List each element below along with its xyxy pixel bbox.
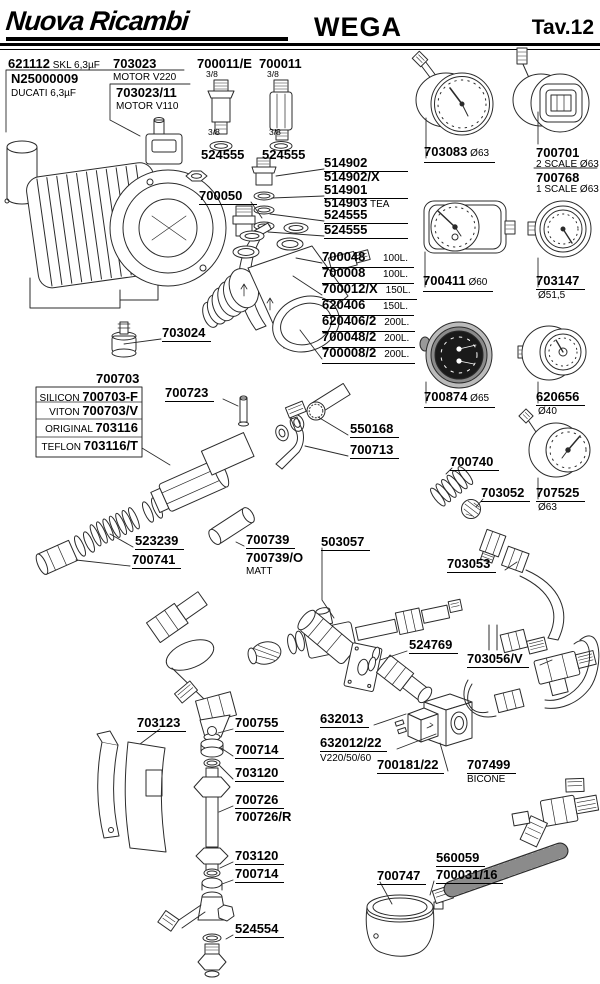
cup-700747-drawing (365, 885, 454, 957)
capacitor-drawing (4, 140, 38, 205)
seal-rings-drawing (275, 382, 351, 442)
gauge-707525-drawing (518, 408, 591, 478)
fitting-514902-drawing (251, 157, 277, 231)
clamp-703123-drawing (96, 730, 167, 853)
gauge-700701-drawing (512, 47, 590, 133)
fitting-700011e-drawing (207, 79, 235, 151)
mesh-703052-drawing (461, 499, 481, 519)
pump-drawing (202, 222, 371, 353)
variant-box (35, 386, 171, 466)
yvalve-stack-drawing (157, 680, 237, 978)
hose-560059-drawing (443, 842, 569, 898)
gauge-700874-drawing (419, 321, 493, 389)
gauge-620656-drawing (517, 325, 587, 381)
motor-drawing (26, 117, 227, 358)
upper-valve-drawing (145, 591, 215, 701)
spring-700740-drawing (430, 466, 474, 507)
valve-524769-group-drawing (297, 609, 433, 704)
gauge-703083-drawing (411, 50, 494, 136)
tfitting-703056v-drawing (463, 624, 600, 718)
sheet-number: Tav.12 (531, 16, 594, 39)
gauge-703147-drawing (527, 200, 592, 258)
cylinder-700739-drawing (208, 507, 255, 545)
foot-703024-drawing (111, 321, 137, 358)
leader-lines (5, 69, 598, 940)
valve-700703-assembly-drawing (35, 395, 255, 575)
page-title: WEGA (314, 12, 402, 42)
tee-707499-drawing (511, 777, 600, 848)
gauge-700411-drawing (423, 200, 516, 254)
pipe-700713-drawing (275, 400, 307, 470)
plug-632013-drawing (394, 707, 439, 743)
header-rule-2 (0, 49, 600, 50)
pipe-703053-drawing (479, 528, 565, 641)
logo-underline (6, 37, 288, 41)
fitting-700011-drawing (269, 79, 293, 151)
spring-523239-drawing (89, 507, 140, 547)
header-rule (0, 43, 600, 46)
